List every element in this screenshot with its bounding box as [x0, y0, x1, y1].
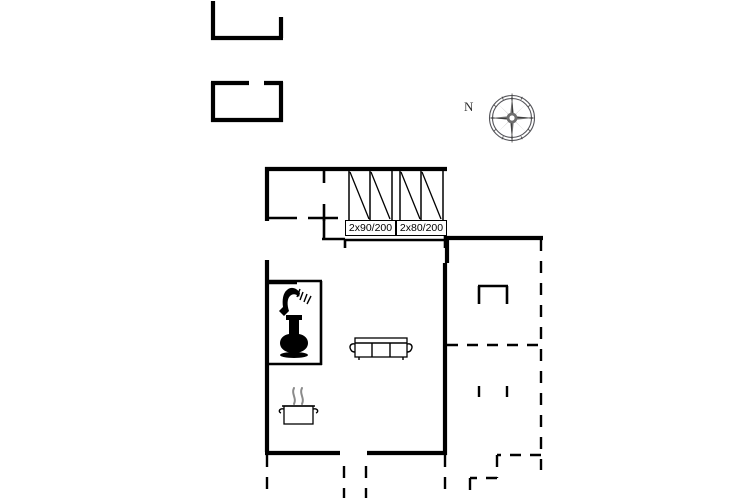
main-building-left-wall-lower [264, 260, 297, 452]
lower-dashed-extension [265, 455, 447, 498]
main-building-left-wall-upper [264, 167, 297, 221]
sofa-icon [349, 337, 413, 360]
detached-structure-upper [210, 1, 284, 41]
compass-north-label: N [464, 99, 474, 114]
bathroom-enclosure [268, 279, 323, 366]
door-dimension-label-left: 2x90/200 [345, 220, 396, 236]
terrace-builtin-bracket [477, 284, 509, 304]
shower-icon [279, 287, 312, 316]
cooking-pot-icon [278, 387, 319, 425]
terrace-solid-edges [444, 235, 543, 263]
compass-rose-icon [488, 93, 536, 143]
terrace-dashed-outline [447, 239, 543, 498]
detached-structure-lower [210, 80, 284, 123]
door-dimension-label-right: 2x80/200 [396, 220, 447, 236]
door-swing-symbols [348, 170, 444, 221]
toilet-icon [280, 315, 308, 358]
